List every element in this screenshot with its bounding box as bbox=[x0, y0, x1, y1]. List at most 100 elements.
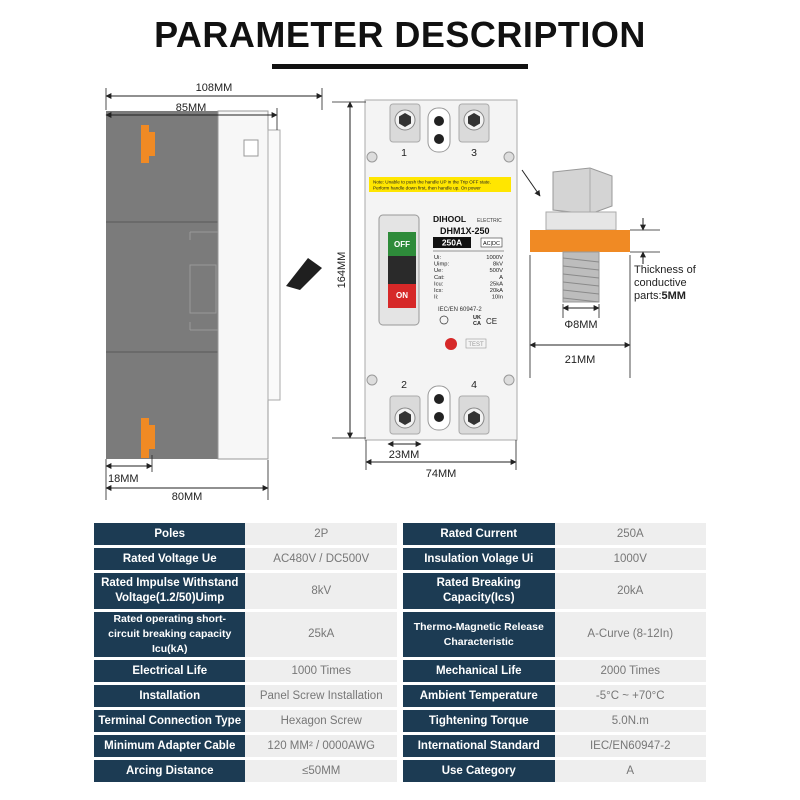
breaker-spec-value: 1000V bbox=[486, 255, 503, 261]
front-view: 1 3 Note: Unable to push the handle UP i… bbox=[364, 99, 518, 441]
spec-value: A-Curve (8-12In) bbox=[554, 612, 706, 657]
dim-body-width: 85MM bbox=[176, 102, 207, 114]
breaker-standard: IEC/EN 60947-2 bbox=[438, 307, 482, 313]
spec-label: Rated operating short-circuit breaking c… bbox=[94, 612, 246, 657]
spec-value: 5.0N.m bbox=[554, 710, 706, 732]
breaker-spec-value: 20kA bbox=[490, 288, 503, 294]
spec-value: 2P bbox=[245, 523, 397, 545]
spec-gap bbox=[396, 548, 404, 570]
spec-value: 20kA bbox=[554, 573, 706, 609]
spec-label: Poles bbox=[94, 523, 246, 545]
spec-label: Thermo-Magnetic Release Characteristic bbox=[403, 612, 555, 657]
thickness-line-2: conductive bbox=[634, 277, 687, 289]
clip-top bbox=[141, 125, 149, 163]
breaker-spec-key: Cat: bbox=[434, 275, 445, 281]
spec-value: 2000 Times bbox=[554, 660, 706, 682]
rating-label: 250A bbox=[442, 238, 462, 248]
spec-value: 1000V bbox=[554, 548, 706, 570]
warning-line-2: Perform handle down first, then handle u… bbox=[373, 186, 481, 191]
spec-label: Ambient Temperature bbox=[403, 685, 555, 707]
spec-label: Rated Breaking Capacity(Ics) bbox=[403, 573, 555, 609]
side-view bbox=[106, 110, 322, 460]
terminal-4-label: 4 bbox=[471, 379, 477, 391]
dim-washer-width: 21MM bbox=[565, 354, 596, 366]
ukca-top: UK bbox=[473, 315, 481, 321]
spec-row: Rated Impulse Withstand Voltage(1.2/50)U… bbox=[94, 573, 706, 609]
warning-strip bbox=[369, 177, 511, 192]
breaker-spec-value: A bbox=[499, 275, 503, 281]
page-title: PARAMETER DESCRIPTION bbox=[154, 14, 646, 55]
spec-label: Rated Current bbox=[403, 523, 555, 545]
dim-height: 164MM bbox=[336, 252, 348, 289]
spec-label: Use Category bbox=[403, 760, 555, 782]
bolt-detail bbox=[530, 167, 630, 303]
spec-value: A bbox=[554, 760, 706, 782]
spec-value: -5°C ~ +70°C bbox=[554, 685, 706, 707]
dim-side-width: 80MM bbox=[172, 491, 203, 503]
spec-label: Rated Voltage Ue bbox=[94, 548, 246, 570]
spec-gap bbox=[396, 612, 404, 657]
warning-line-1: Note: Unable to push the handle UP in th… bbox=[373, 180, 491, 185]
side-body bbox=[106, 111, 218, 459]
spec-gap bbox=[396, 710, 404, 732]
spec-value: 120 MM² / 0000AWG bbox=[245, 735, 397, 757]
handle-lever bbox=[388, 256, 416, 284]
side-handle bbox=[286, 258, 322, 290]
spec-gap bbox=[396, 660, 404, 682]
spec-value: 8kV bbox=[245, 573, 397, 609]
spec-label: Minimum Adapter Cable bbox=[94, 735, 246, 757]
thickness-line-1: Thickness of bbox=[634, 264, 697, 276]
spec-gap bbox=[396, 685, 404, 707]
breaker-spec-key: Ue: bbox=[434, 268, 443, 274]
breaker-spec-key: Icu: bbox=[434, 281, 444, 287]
dim-overall-width: 108MM bbox=[196, 82, 233, 94]
title-underline bbox=[272, 64, 528, 69]
test-label: TEST bbox=[468, 342, 484, 348]
breaker-spec-value: 10In bbox=[492, 295, 503, 301]
spec-label: Installation bbox=[94, 685, 246, 707]
spec-label: Terminal Connection Type bbox=[94, 710, 246, 732]
spec-value: Hexagon Screw bbox=[245, 710, 397, 732]
spec-label: Mechanical Life bbox=[403, 660, 555, 682]
spec-value: ≤50MM bbox=[245, 760, 397, 782]
breaker-spec-value: 8kV bbox=[493, 262, 503, 268]
breaker-spec-key: Ui: bbox=[434, 255, 441, 261]
side-front-cover bbox=[217, 110, 269, 460]
breaker-spec-list: Ui:1000VUimp:8kVUe:500VCat:AIcu:25kAIcs:… bbox=[434, 255, 503, 301]
breaker-spec-value: 25kA bbox=[490, 281, 503, 287]
ukca-bottom: CA bbox=[473, 321, 481, 327]
thickness-label: parts:5MM bbox=[634, 290, 686, 302]
on-indicator bbox=[388, 284, 416, 308]
terminal-1-label: 1 bbox=[401, 147, 407, 159]
spec-value: AC480V / DC500V bbox=[245, 548, 397, 570]
conductive-plate bbox=[530, 230, 630, 252]
dim-side-offset: 18MM bbox=[108, 473, 139, 485]
terminal-3-label: 3 bbox=[471, 147, 477, 159]
spec-value: 250A bbox=[554, 523, 706, 545]
spec-label: International Standard bbox=[403, 735, 555, 757]
acdc-label: AC|DC bbox=[483, 241, 500, 247]
spec-label: Tightening Torque bbox=[403, 710, 555, 732]
dimension-drawing: 108MM 85MM 18MM 80MM 1 3 Note: Unable to… bbox=[105, 82, 697, 503]
spec-value: 1000 Times bbox=[245, 660, 397, 682]
spec-value: IEC/EN60947-2 bbox=[554, 735, 706, 757]
on-label: ON bbox=[396, 291, 408, 300]
spec-value: 25kA bbox=[245, 612, 397, 657]
breaker-spec-value: 500V bbox=[489, 268, 503, 274]
test-button bbox=[445, 338, 457, 350]
off-indicator bbox=[388, 232, 416, 256]
spec-gap bbox=[396, 523, 404, 545]
brand-name: DIHOOL bbox=[433, 214, 466, 224]
breaker-spec-key: Ii: bbox=[434, 295, 439, 301]
breaker-spec-key: Uimp: bbox=[434, 262, 450, 268]
spec-label: Insulation Volage Ui bbox=[403, 548, 555, 570]
clip-bottom bbox=[141, 418, 149, 458]
